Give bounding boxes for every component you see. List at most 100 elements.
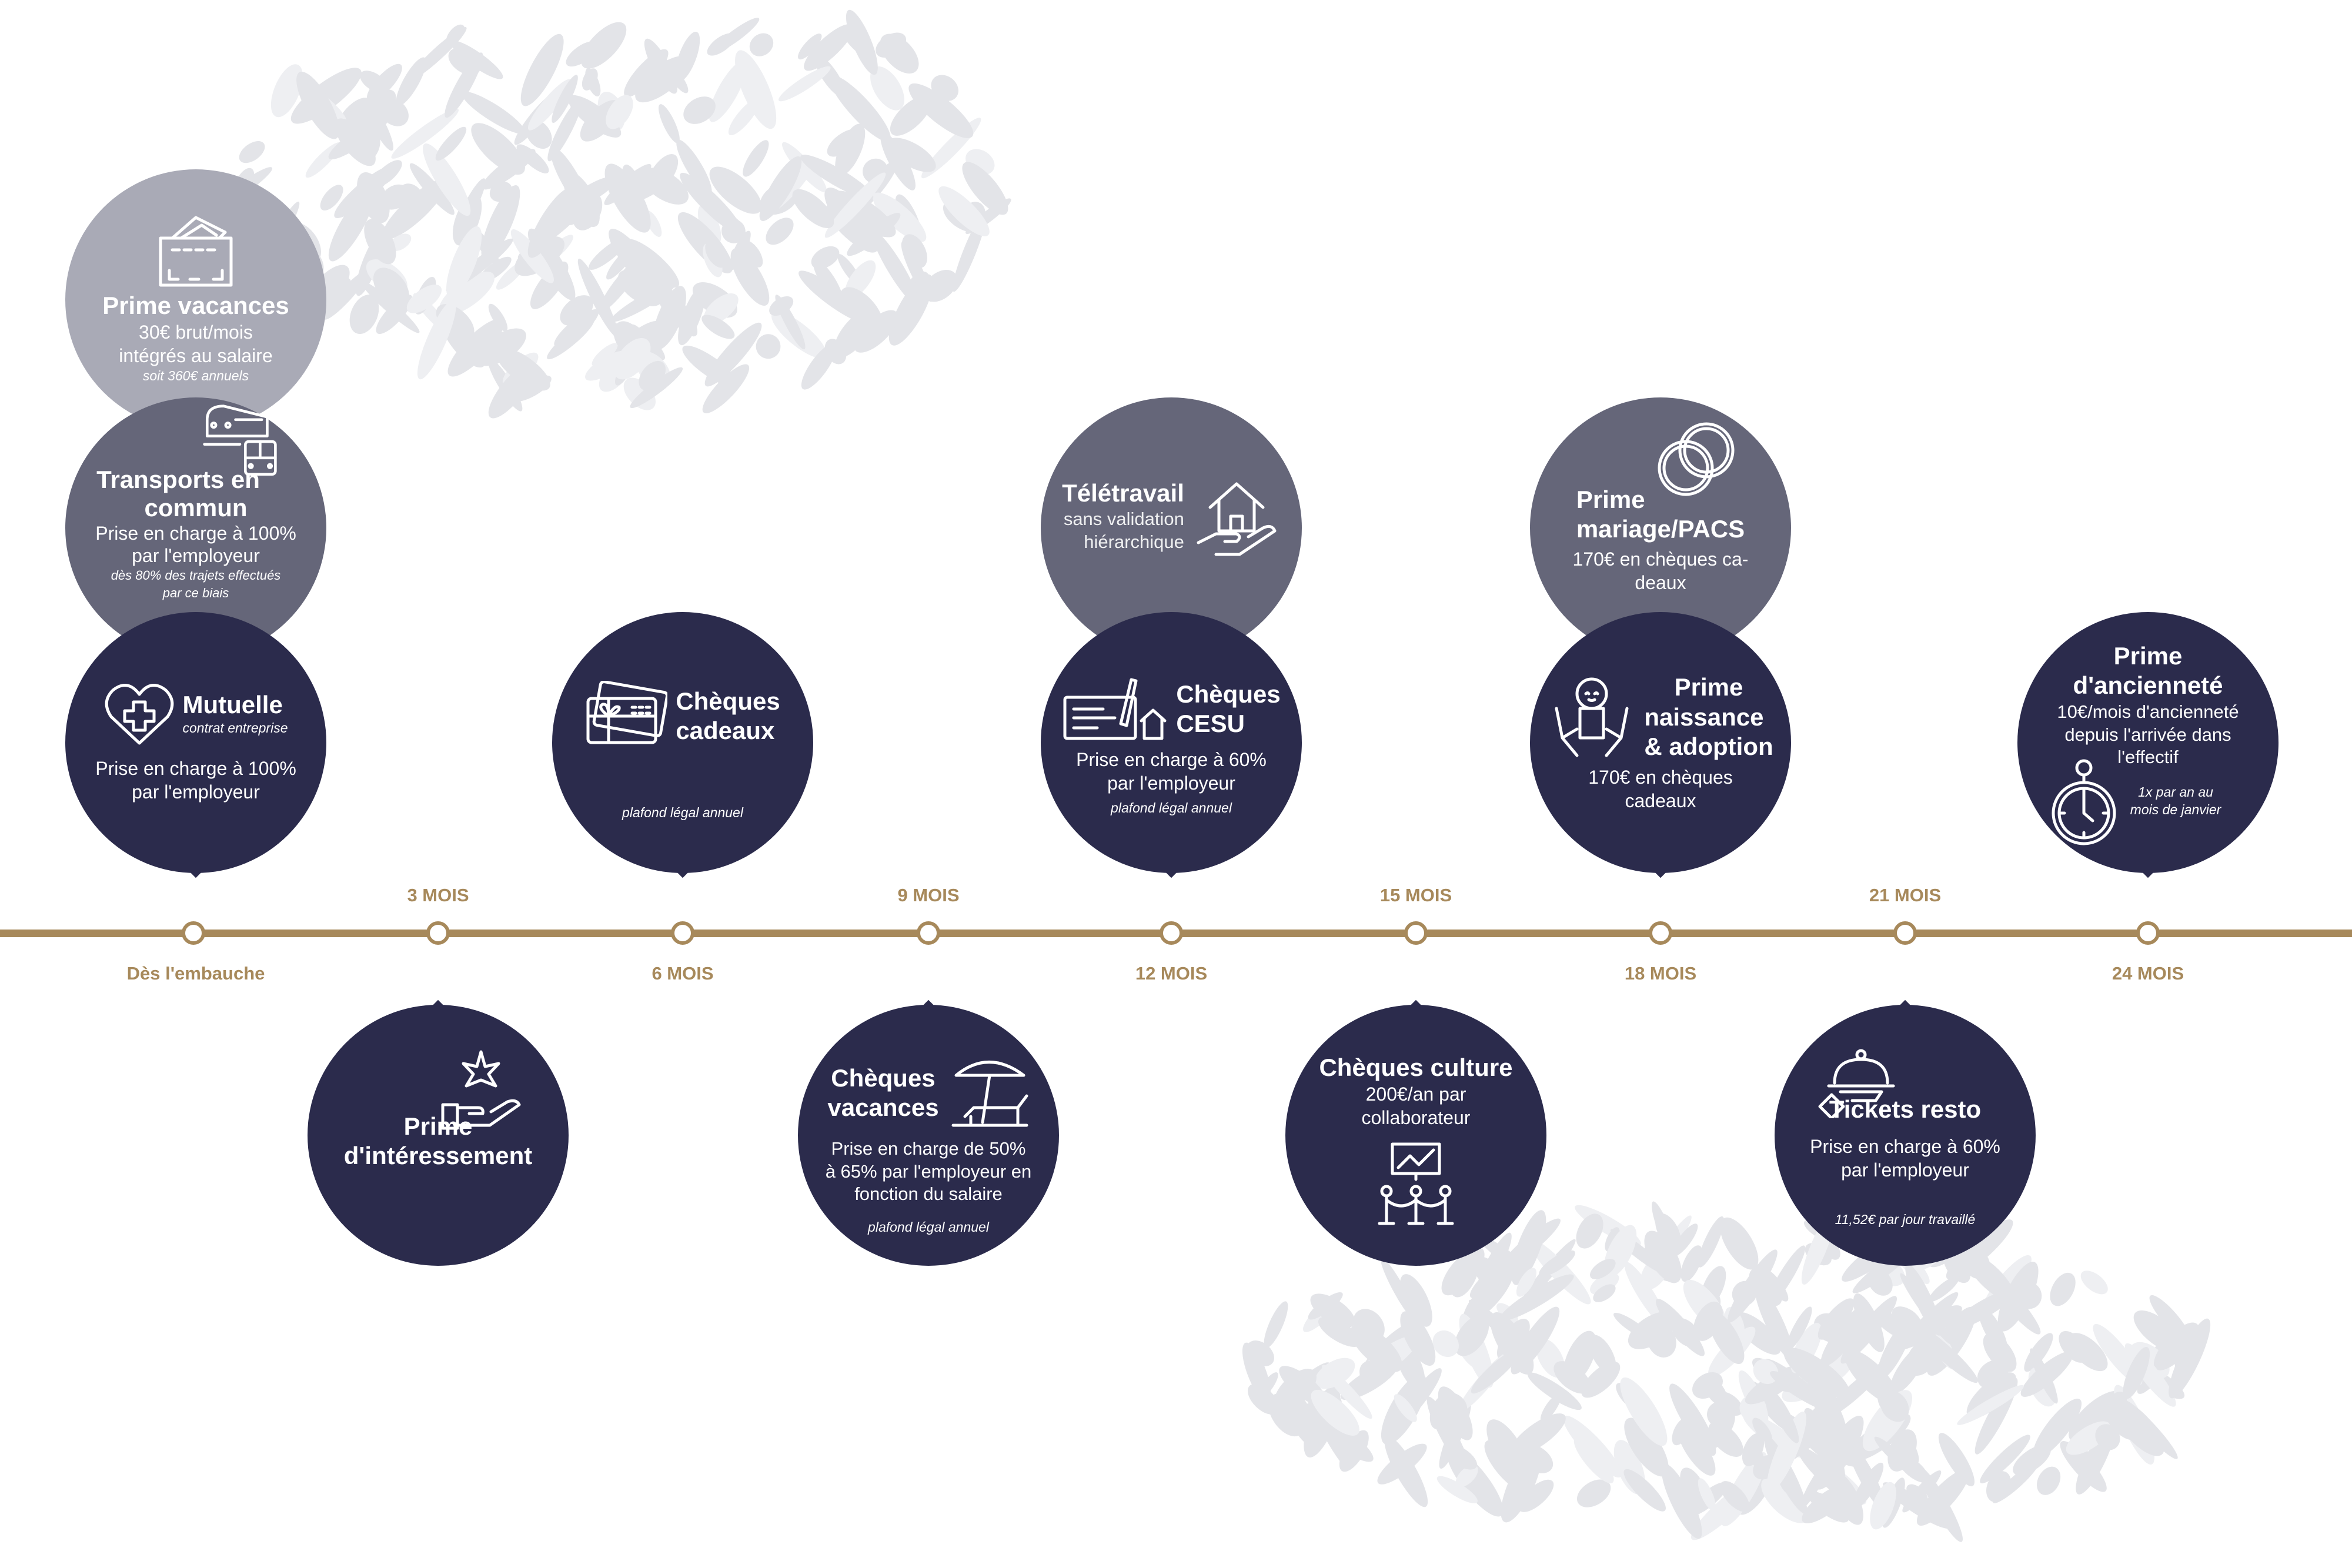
- pattern-shape: [2013, 1445, 2051, 1476]
- timeline-dot: [1160, 921, 1183, 945]
- pattern-shape: [1455, 1465, 1478, 1487]
- pattern-shape: [1707, 1401, 1733, 1427]
- pattern-shape: [613, 338, 651, 380]
- benefit-text: Prise en charge de 50%: [831, 1138, 1026, 1159]
- pattern-shape: [568, 95, 622, 138]
- pattern-shape: [1808, 1491, 1849, 1523]
- timeline-dot: [426, 921, 450, 945]
- pattern-shape: [1247, 1340, 1274, 1366]
- pattern-shape: [585, 350, 629, 381]
- pattern-shape: [707, 33, 736, 56]
- benefit-text: Prise en charge à 60%: [1810, 1136, 2000, 1158]
- milestone-label: Dès l'embauche: [126, 963, 265, 984]
- pattern-shape: [675, 31, 700, 82]
- heart-cross-icon: [105, 684, 173, 745]
- pattern-shape: [1322, 1365, 1372, 1419]
- pattern-shape: [1400, 1311, 1436, 1366]
- pattern-shape: [676, 139, 712, 195]
- benefit-text: sans validation: [1063, 509, 1184, 530]
- benefit-text: par l'employeur: [1107, 773, 1235, 794]
- pattern-shape: [798, 34, 822, 60]
- milestone-label: 12 MOIS: [1135, 963, 1208, 984]
- pattern-shape: [604, 163, 651, 233]
- pattern-shape: [447, 319, 504, 377]
- benefit-text: 170€ en chèques ca-: [1572, 549, 1749, 570]
- pattern-shape: [1749, 1268, 1782, 1306]
- pattern-shape: [2080, 1271, 2108, 1295]
- pattern-shape: [446, 226, 482, 299]
- pattern-shape: [1576, 1479, 1611, 1507]
- stopwatch-icon: [2052, 759, 2116, 845]
- pattern-shape: [328, 190, 375, 262]
- pattern-shape: [1573, 1437, 1614, 1483]
- pattern-shape: [582, 68, 598, 91]
- pattern-shape: [1818, 1435, 1863, 1467]
- benefit-subtitle: contrat entreprise: [182, 720, 288, 736]
- pattern-shape: [1527, 1372, 1582, 1410]
- benefit-note: dès 80% des trajets effectués: [111, 568, 281, 583]
- pattern-shape: [667, 66, 689, 93]
- pattern-shape: [2107, 1392, 2127, 1415]
- benefit-title: Chèques: [831, 1064, 936, 1092]
- benefit-note: plafond légal annuel: [1111, 800, 1232, 816]
- pattern-shape: [702, 364, 750, 414]
- pattern-shape: [827, 129, 861, 157]
- pattern-shape: [901, 234, 927, 269]
- benefit-title: Tickets resto: [1829, 1095, 1982, 1123]
- milestone-label: 24 MOIS: [2112, 963, 2184, 984]
- benefit-title: Transports en: [96, 466, 260, 493]
- pattern-shape: [1698, 1478, 1716, 1511]
- pattern-shape: [1708, 1310, 1745, 1365]
- pattern-shape: [1339, 1430, 1369, 1472]
- pattern-shape: [1284, 1388, 1318, 1446]
- rings-icon: [1658, 422, 1735, 496]
- pattern-shape: [476, 328, 526, 366]
- benefit-title: d'ancienneté: [2073, 671, 2223, 700]
- timeline-dot: [2136, 921, 2160, 945]
- pattern-shape: [2095, 1424, 2120, 1450]
- pattern-shape: [1436, 1476, 1478, 1504]
- pattern-shape: [1381, 1258, 1418, 1322]
- cheque-house-icon: [1063, 678, 1167, 740]
- pattern-shape: [1742, 1433, 1765, 1466]
- pattern-shape: [1980, 1435, 2030, 1484]
- pattern-shape: [1264, 1301, 1288, 1348]
- pattern-shape: [423, 143, 471, 216]
- benefit-title: Prime: [1576, 485, 1645, 513]
- pattern-shape: [1318, 1316, 1361, 1347]
- pattern-shape: [530, 261, 569, 309]
- pattern-shape: [599, 256, 643, 312]
- timeline-dot: [671, 921, 694, 945]
- pattern-shape: [1620, 1377, 1668, 1446]
- pattern-shape: [462, 91, 525, 134]
- benefit-tickets-resto: Tickets resto Prise en charge à 60%par l…: [1775, 999, 2036, 1266]
- pattern-shape: [1540, 1393, 1561, 1422]
- pattern-shape: [938, 186, 990, 236]
- pattern-shape: [1516, 1268, 1536, 1297]
- pattern-shape: [270, 64, 303, 118]
- benefit-text: collaborateur: [1361, 1107, 1471, 1129]
- benefit-note: 11,52€ par jour travaillé: [1835, 1212, 1976, 1228]
- pattern-shape: [2033, 1398, 2082, 1459]
- milestone-label: 9 MOIS: [897, 885, 960, 905]
- pattern-shape: [1963, 1249, 1990, 1279]
- benefit-text: par l'employeur: [132, 545, 260, 566]
- benefit-text: 10€/mois d'ancienneté: [2057, 701, 2239, 722]
- pattern-shape: [2050, 1272, 2076, 1306]
- pattern-shape: [800, 155, 874, 199]
- pattern-shape: [481, 185, 520, 261]
- pattern-shape: [782, 142, 827, 193]
- benefit-text: par l'employeur: [132, 781, 260, 803]
- pattern-shape: [1979, 1306, 2008, 1353]
- pattern-shape: [642, 168, 689, 205]
- pattern-shape: [1248, 1383, 1279, 1415]
- pattern-shape: [779, 66, 831, 102]
- benefit-text: Prise en charge à 60%: [1076, 749, 1267, 771]
- pattern-shape: [1680, 1467, 1709, 1512]
- museum-icon: [1378, 1142, 1454, 1225]
- pattern-shape: [1311, 1389, 1359, 1436]
